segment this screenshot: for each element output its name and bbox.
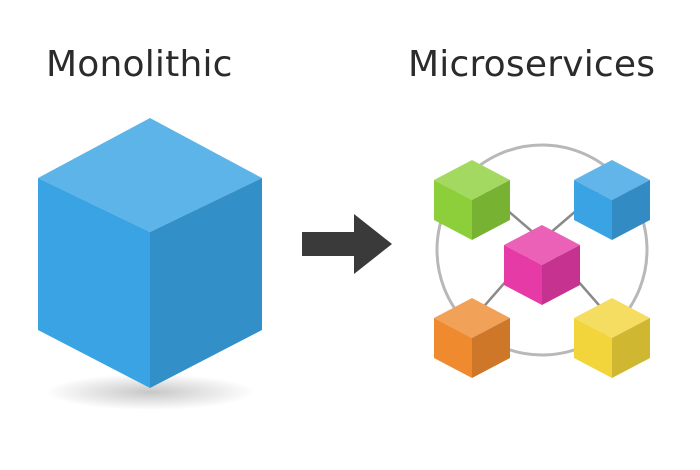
cube-left-face: [504, 245, 542, 305]
cube-left-face: [434, 180, 472, 240]
microservices-heading: Microservices: [408, 44, 656, 85]
monolith-cube-icon: [38, 118, 262, 410]
monolith-right-face: [150, 178, 262, 388]
monolithic-heading: Monolithic: [46, 44, 233, 85]
monolith-top-face: [38, 118, 262, 232]
cube-left-face: [574, 318, 612, 378]
magenta-cube-icon: [504, 225, 580, 305]
blue-cube-icon: [574, 160, 650, 240]
cube-right-face: [472, 318, 510, 378]
orange-cube-icon: [434, 298, 510, 378]
cube-right-face: [612, 318, 650, 378]
cube-right-face: [612, 180, 650, 240]
network-ring: [435, 143, 649, 357]
green-cube-icon: [434, 160, 510, 240]
cube-left-face: [574, 180, 612, 240]
yellow-cube-icon: [574, 298, 650, 378]
microservices-network: [434, 143, 650, 378]
cube-right-face: [542, 245, 580, 305]
right-arrow-icon: [302, 214, 392, 274]
cube-left-face: [434, 318, 472, 378]
monolith-left-face: [38, 178, 150, 388]
cube-right-face: [472, 180, 510, 240]
